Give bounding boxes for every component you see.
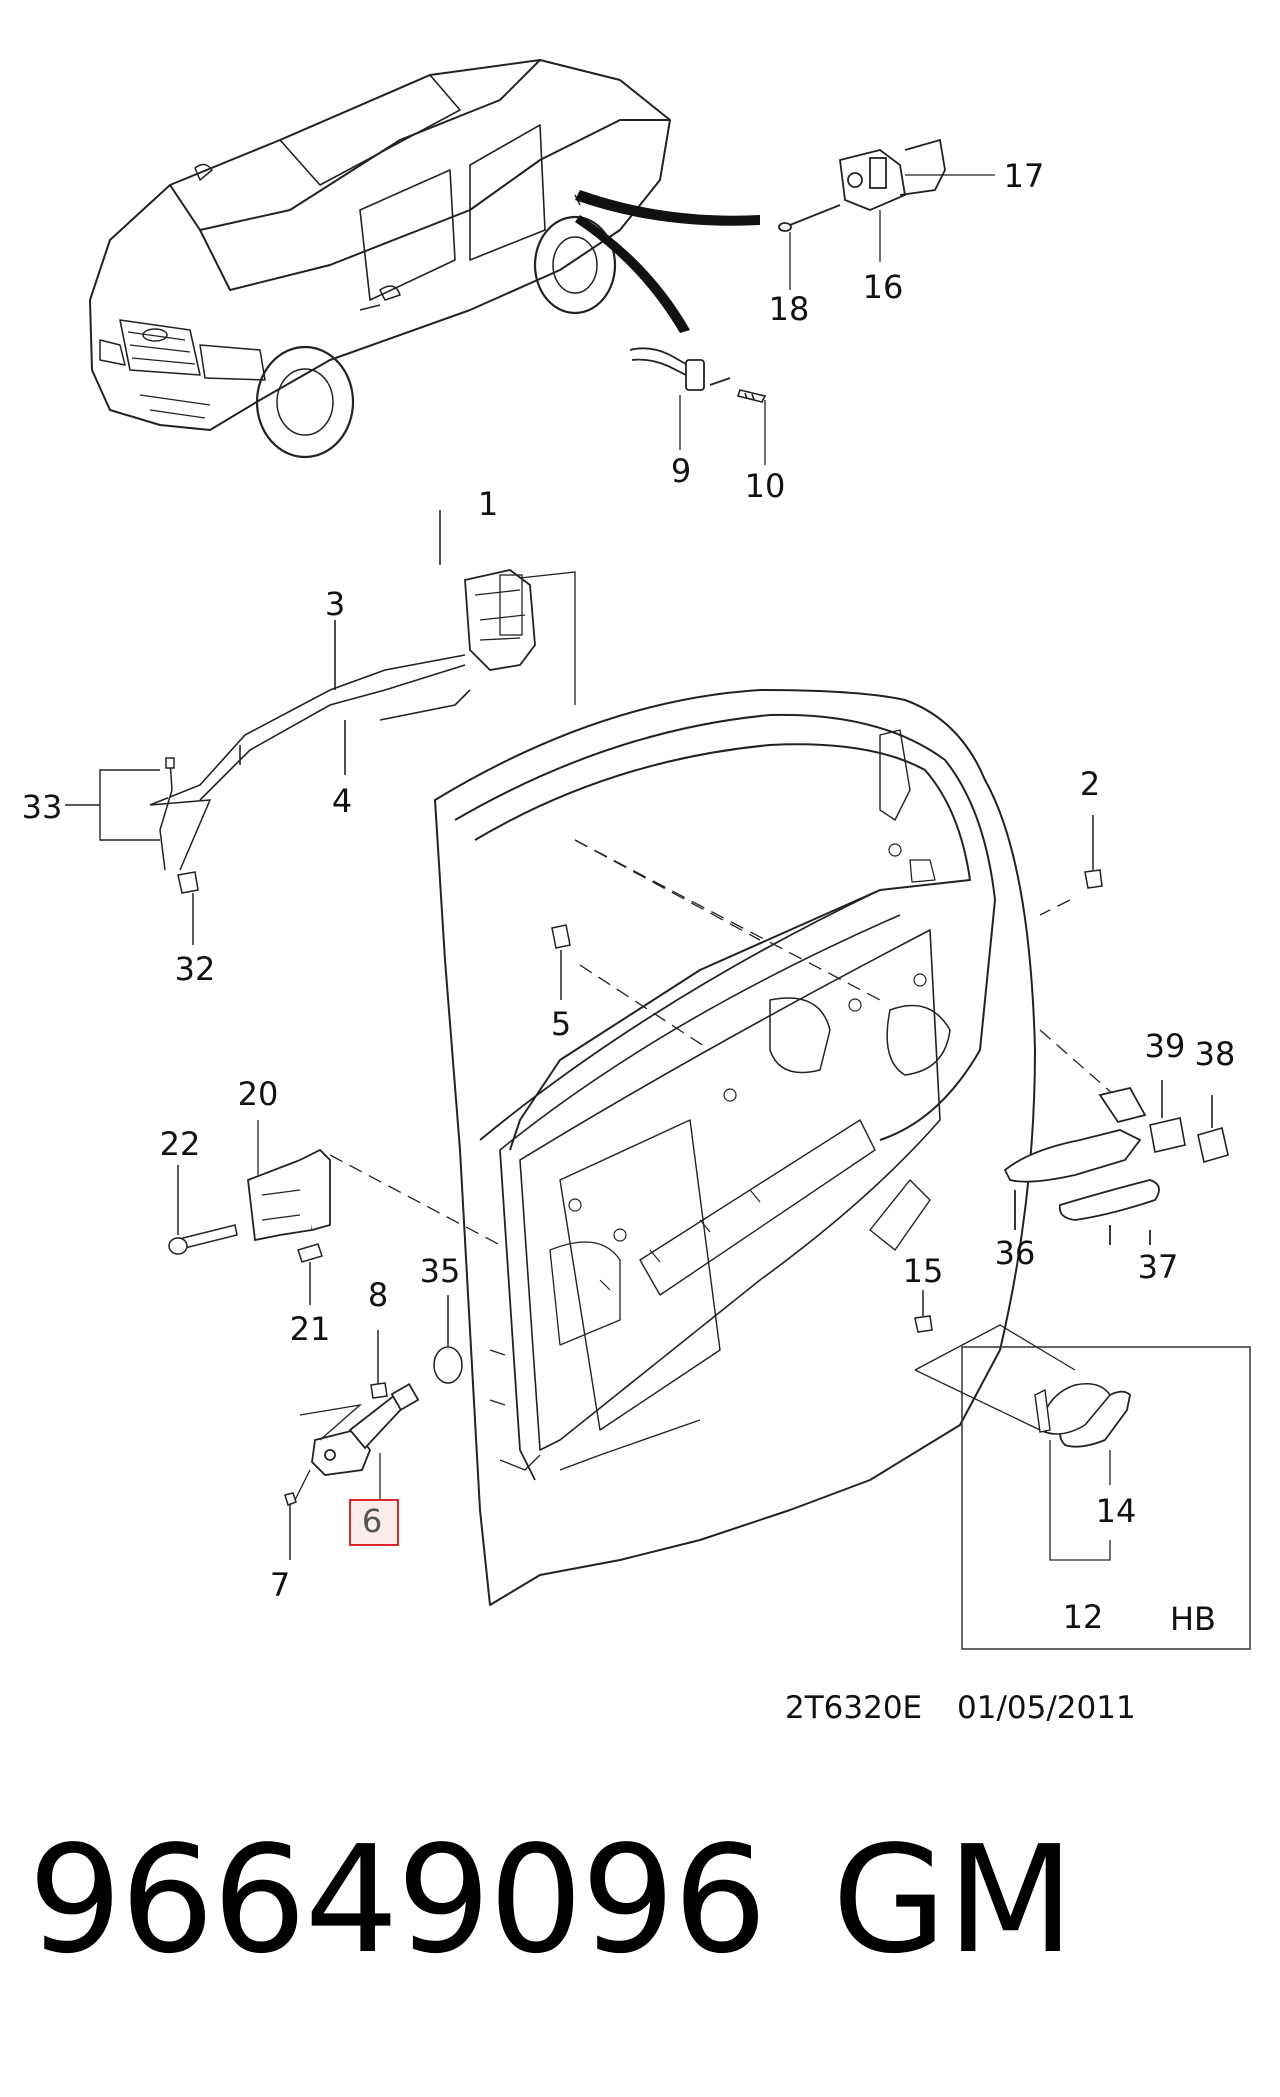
callout-17: 17 [1004, 157, 1045, 195]
callout-20: 20 [238, 1075, 279, 1113]
callout-18: 18 [769, 290, 810, 328]
callout-38: 38 [1195, 1035, 1236, 1073]
callout-37: 37 [1138, 1248, 1179, 1286]
bolt-part-18 [778, 204, 841, 232]
handle-part-37 [1058, 1179, 1160, 1245]
drawing-code: 2T6320E [785, 1690, 922, 1726]
leaders-hinge-group [789, 174, 995, 290]
car-illustration [89, 59, 671, 459]
screw-part-10 [736, 389, 767, 403]
rods-part-3-4 [149, 510, 471, 806]
rear-door-panel [434, 689, 1036, 1606]
handle-base-part-36 [1003, 1086, 1147, 1230]
bracket-33 [65, 769, 160, 841]
callout-6: 6 [362, 1502, 382, 1540]
callout-15: 15 [903, 1252, 944, 1290]
callout-33: 33 [22, 788, 63, 826]
check-strap-part-6 [311, 1382, 420, 1476]
check-link-part-9 [629, 347, 731, 391]
brand-name: GM [832, 1814, 1075, 1986]
rod-clip-part-33 [159, 757, 175, 871]
screw-part-2 [1084, 815, 1103, 889]
plug-part-35 [433, 1295, 463, 1384]
callout-labels: 1 2 3 4 5 7 8 9 10 12 14 15 16 17 18 20 … [22, 157, 1236, 1638]
callout-6-highlight-box [349, 1499, 399, 1546]
lock-bracket-leader [519, 571, 761, 941]
hb-variant-inset [914, 1318, 1251, 1650]
screw-part-8 [370, 1330, 388, 1399]
leader-sweep-check [575, 215, 690, 333]
callout-2: 2 [1080, 765, 1100, 803]
callout-8: 8 [368, 1276, 388, 1314]
callout-5: 5 [551, 1005, 571, 1043]
screw-part-7 [284, 1492, 297, 1560]
hinge-bracket-part-20 [247, 1148, 331, 1242]
callout-9: 9 [671, 452, 691, 490]
callout-39: 39 [1145, 1027, 1186, 1065]
door-dashed-leaders [329, 839, 1121, 1246]
callout-1: 1 [478, 485, 498, 523]
clip-part-32 [149, 799, 212, 945]
part-number: 96649096 [28, 1814, 767, 1986]
cover-part-38 [1197, 1095, 1229, 1164]
clip-part-5 [551, 924, 571, 1000]
callout-10: 10 [745, 467, 786, 505]
callout-14: 14 [1096, 1492, 1137, 1530]
callout-21: 21 [290, 1310, 331, 1348]
bolt-part-21 [297, 1243, 323, 1305]
callout-7: 7 [270, 1566, 290, 1604]
leader-sweep-hinge [575, 190, 760, 226]
callout-4: 4 [332, 782, 352, 820]
hinge-assembly-part-16 [839, 138, 946, 211]
bolt-part-22 [168, 1165, 238, 1255]
callout-22: 22 [160, 1125, 201, 1163]
callout-35: 35 [420, 1252, 461, 1290]
drawing-date: 01/05/2011 [957, 1690, 1136, 1726]
screw-part-15 [914, 1290, 933, 1333]
door-lock-part-1 [464, 569, 536, 671]
callout-16: 16 [863, 268, 904, 306]
callout-12: 12 [1063, 1598, 1104, 1636]
variant-label-hb: HB [1170, 1600, 1216, 1638]
leaders-check-group [679, 395, 766, 465]
cap-part-39 [1149, 1080, 1186, 1153]
callout-32: 32 [175, 950, 216, 988]
callout-36: 36 [995, 1234, 1036, 1272]
check-strap-leaders [294, 1403, 381, 1501]
callout-3: 3 [325, 585, 345, 623]
